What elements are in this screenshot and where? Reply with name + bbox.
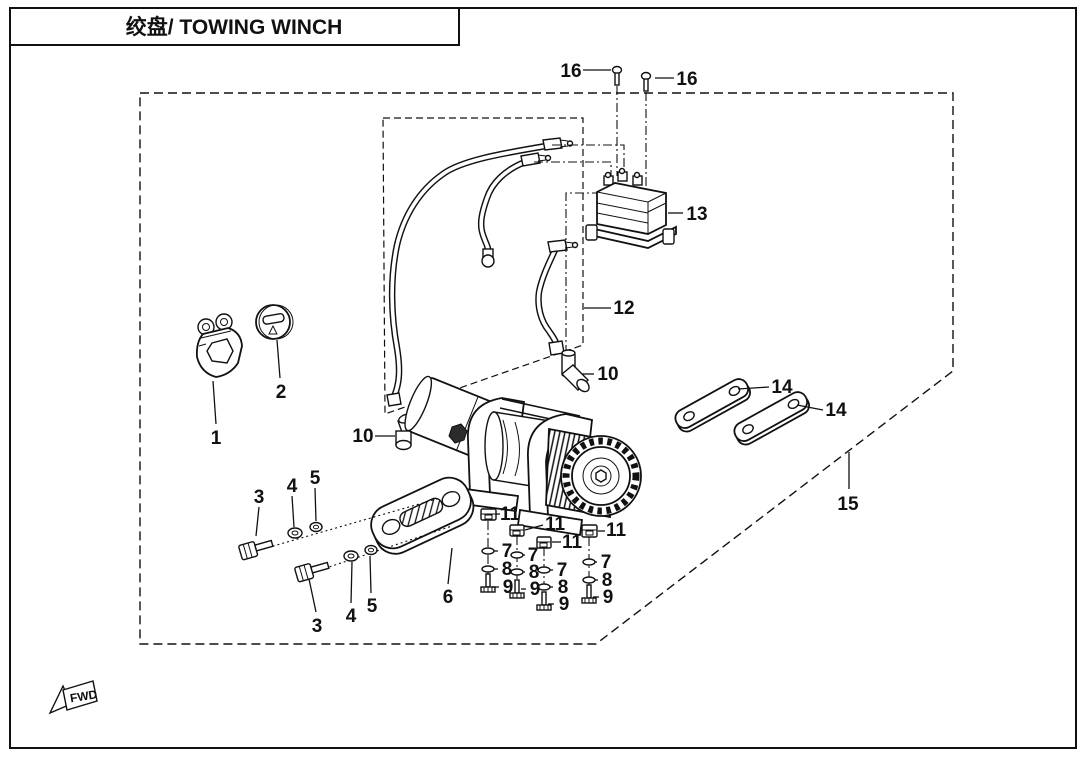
page-title: 绞盘/ TOWING WINCH [126, 15, 343, 39]
callout-4b: 4 [346, 606, 357, 627]
fwd-label: FWD [69, 687, 99, 705]
screw-part16-b [640, 71, 652, 92]
callout-8d: 8 [602, 570, 613, 591]
callout-12: 12 [613, 298, 634, 319]
callout-6: 6 [443, 587, 454, 608]
bolt-part3-bottom [294, 561, 330, 583]
callout-16b: 16 [676, 69, 697, 90]
winch-assembly [404, 375, 642, 537]
cable-terminal [542, 137, 563, 151]
leader-lines [212, 69, 850, 613]
cap-part2 [255, 304, 294, 340]
callout-8b: 8 [529, 562, 540, 583]
callout-5b: 5 [367, 596, 378, 617]
callout-3a: 3 [254, 487, 265, 508]
cable-assembly-part12 [386, 137, 579, 407]
callout-1: 1 [211, 428, 222, 449]
callout-8c: 8 [558, 577, 569, 598]
callout-9c: 9 [559, 594, 570, 615]
fwd-icon: FWD [48, 680, 99, 715]
callout-3b: 3 [312, 616, 323, 637]
washer-part4-bottom [343, 550, 359, 562]
callout-9b: 9 [530, 579, 541, 600]
callout-15: 15 [837, 494, 859, 515]
callout-11b: 11 [545, 514, 566, 535]
callout-7d: 7 [601, 552, 612, 573]
callout-11d: 11 [606, 520, 627, 541]
callout-10b: 10 [597, 364, 618, 385]
callout-9a: 9 [503, 577, 514, 598]
callout-9d: 9 [603, 587, 614, 608]
callout-7a: 7 [502, 541, 513, 562]
washer-part4-top [287, 527, 303, 539]
assembly-boundary-dashed [139, 92, 954, 645]
callout-11c: 11 [562, 532, 583, 553]
page-border [9, 7, 1077, 749]
callout-11a: 11 [500, 504, 521, 525]
callout-4a: 4 [287, 476, 298, 497]
callout-5a: 5 [310, 468, 321, 489]
strap-part14-a [674, 378, 751, 433]
contactor-part13 [585, 167, 677, 249]
washer-part5-bottom [364, 544, 378, 556]
fairlead-part6 [370, 476, 475, 555]
cable-kit-boundary-dashed [382, 117, 584, 415]
callout-7b: 7 [528, 545, 539, 566]
callout-8a: 8 [502, 559, 513, 580]
title-box [9, 7, 460, 46]
elbow-fitting-part10-right [560, 349, 590, 393]
callout-10a: 10 [352, 426, 373, 447]
washer-part5-top [309, 521, 323, 533]
callout-13: 13 [686, 204, 707, 225]
callout-14a: 14 [771, 377, 793, 398]
callout-16a: 16 [560, 61, 581, 82]
mount-fastener-stacks [480, 547, 597, 611]
hex-fitting [448, 423, 468, 444]
callout-14b: 14 [825, 400, 847, 421]
strap-part14-b [733, 391, 810, 446]
screw-part16-a [611, 65, 623, 86]
hook-part1 [195, 313, 243, 378]
callout-7c: 7 [557, 560, 568, 581]
callout-2: 2 [276, 382, 287, 403]
clip-nuts-part11 [480, 508, 598, 549]
fairlead-fasteners [238, 497, 453, 583]
bolt-part3-top [238, 539, 274, 561]
callout-labels: 1 2 3 4 5 3 4 5 6 10 10 11 11 11 11 7 7 … [211, 61, 859, 637]
